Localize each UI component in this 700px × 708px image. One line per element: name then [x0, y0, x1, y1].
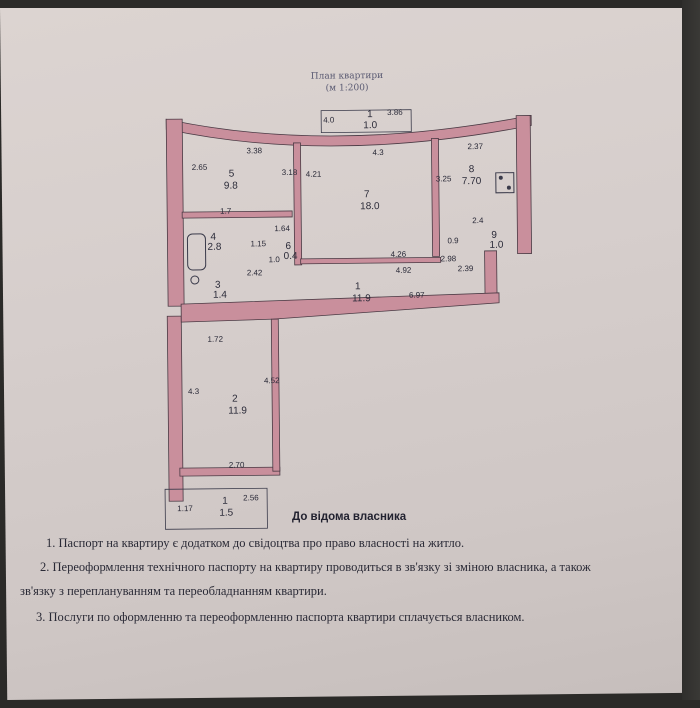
room-6-id: 6	[285, 241, 291, 252]
dim-label: 2.98	[441, 254, 457, 263]
room-5-area: 9.8	[224, 181, 238, 192]
room-7-area: 18.0	[360, 201, 380, 212]
wall-right	[515, 115, 533, 254]
balcony-2-area: 1.5	[219, 508, 233, 519]
room-2-id: 2	[232, 394, 238, 405]
dim-label: 6.97	[409, 291, 425, 300]
room-9-area: 1.0	[489, 240, 503, 251]
stove	[495, 172, 515, 194]
dim-label: 3.25	[436, 174, 452, 183]
balcony-1-area: 1.0	[363, 120, 377, 131]
dim-label: 3.38	[246, 146, 262, 155]
room-4-id: 4	[210, 232, 216, 243]
room-4-area: 2.8	[207, 242, 221, 253]
room-8-area: 7.70	[462, 176, 482, 187]
dim-label: 1.15	[250, 239, 266, 248]
dim-label: 2.4	[472, 216, 484, 225]
wall-room7-bottom	[300, 256, 442, 265]
dim-label: 1.7	[220, 207, 232, 216]
room-6-area: 0.4	[284, 251, 298, 262]
room-5-id: 5	[229, 169, 235, 180]
room-2-area: 11.9	[228, 405, 247, 416]
dim-label: 2.42	[247, 268, 263, 277]
dim-label: 1.0	[269, 255, 281, 264]
room-1-area: 11.9	[352, 293, 371, 304]
dim-label: 4.26	[391, 250, 407, 259]
owner-note: До відома власника	[292, 511, 407, 523]
photo-edge-top	[0, 0, 700, 8]
dim-label: 4.92	[396, 266, 412, 275]
dim-label: 4.0	[323, 115, 335, 124]
balcony-1-id: 1	[367, 109, 373, 120]
wall-room2-right	[270, 318, 281, 472]
room-1-id: 1	[355, 281, 361, 292]
balcony-2-id: 1	[222, 496, 228, 507]
dim-label: 4.52	[264, 376, 280, 385]
dim-label: 4.3	[188, 387, 200, 396]
dim-label: 0.9	[447, 236, 459, 245]
dim-label: 1.72	[207, 335, 223, 344]
wall-room7-left	[293, 142, 303, 266]
wall-room5-bottom	[181, 210, 293, 219]
note-3: 3. Послуги по оформленню та переоформлен…	[36, 610, 525, 624]
wall-left-lower	[166, 315, 184, 502]
wall-room7-right	[430, 138, 441, 257]
dim-label: 1.64	[274, 224, 290, 233]
room-7-id: 7	[364, 189, 370, 200]
dim-label: 3.18	[282, 168, 298, 177]
balcony-2	[164, 487, 268, 530]
room-8-id: 8	[469, 164, 475, 175]
note-2-cont: зв'язку з переплануванням та переобладна…	[20, 584, 327, 598]
toilet	[190, 275, 200, 285]
dim-label: 2.39	[458, 264, 474, 273]
balcony-1	[320, 109, 412, 134]
note-2: 2. Переоформлення технічного паспорту на…	[40, 560, 591, 574]
room-3-id: 3	[215, 280, 221, 291]
dim-label: 2.70	[229, 460, 245, 469]
dim-label: 2.37	[467, 142, 483, 151]
dim-label: 4.21	[306, 170, 322, 179]
bathtub	[186, 233, 207, 271]
room-9-id: 9	[491, 230, 497, 241]
room-3-area: 1.4	[213, 290, 227, 301]
dim-label: 4.3	[372, 148, 384, 157]
dim-label: 3.86	[387, 108, 403, 117]
note-1: 1. Паспорт на квартиру є додатком до сві…	[46, 536, 465, 550]
wall-top	[165, 114, 532, 147]
dim-label: 2.56	[243, 493, 259, 502]
photo-edge-right	[682, 0, 700, 700]
dim-label: 2.65	[192, 163, 208, 172]
wall-corridor-bottom	[180, 292, 500, 323]
dim-label: 1.17	[177, 504, 193, 513]
